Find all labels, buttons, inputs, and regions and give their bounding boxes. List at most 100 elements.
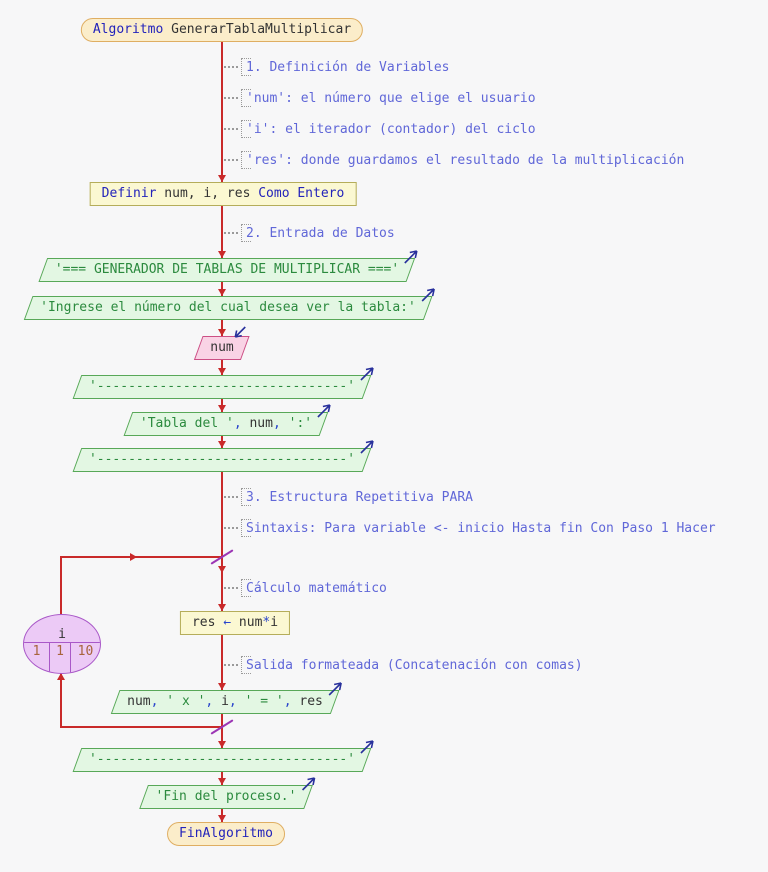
loop-return-arrow [57, 673, 65, 680]
for-loop-node[interactable]: i 1 1 10 [23, 614, 101, 674]
output-divider-1[interactable]: '--------------------------------' [72, 367, 374, 399]
comment-text: Salida formateada (Concatenación con com… [246, 657, 583, 673]
process-shape [89, 182, 357, 206]
output-label: 'Fin del proceso.' [155, 789, 297, 804]
end-label: FinAlgoritmo [179, 826, 273, 841]
output-tabla-del[interactable]: 'Tabla del ', num, ':' [123, 404, 331, 436]
comment-entrada-datos[interactable]: 2. Entrada de Datos [224, 224, 395, 242]
write-pen-icon [404, 250, 418, 264]
comment-text: Sintaxis: Para variable <- inicio Hasta … [246, 520, 716, 536]
comment-var-num[interactable]: 'num': el número que elige el usuario [224, 89, 536, 107]
comment-salida-formateada[interactable]: Salida formateada (Concatenación con com… [224, 656, 583, 674]
comment-box-icon [241, 224, 251, 242]
comment-var-res[interactable]: 'res': donde guardamos el resultado de l… [224, 151, 684, 169]
read-pen-icon [234, 326, 247, 338]
flow-arrow [218, 289, 226, 296]
end-node[interactable]: FinAlgoritmo [167, 822, 285, 846]
loop-left-lower-line [60, 672, 62, 728]
flow-arrow [218, 566, 226, 573]
input-num-node[interactable]: num [193, 326, 251, 360]
comment-text: 'i': el iterador (contador) del ciclo [246, 121, 536, 137]
start-node[interactable]: Algoritmo GenerarTablaMultiplicar [80, 18, 364, 42]
write-pen-icon [360, 367, 374, 381]
comment-connector-dots [224, 664, 238, 666]
output-label: 'Tabla del ', num, ':' [139, 416, 313, 431]
write-pen-icon [421, 288, 435, 302]
comment-box-icon [241, 89, 251, 107]
loop-to-value: 10 [70, 643, 100, 673]
flow-arrow [218, 175, 226, 182]
declare-node[interactable]: Definir num, i, res Como Entero [89, 182, 357, 206]
comment-connector-dots [224, 587, 238, 589]
comment-connector-dots [224, 527, 238, 529]
loop-bottom-line [60, 726, 222, 728]
comment-text: Cálculo matemático [246, 580, 387, 596]
output-divider-2[interactable]: '--------------------------------' [72, 440, 374, 472]
comment-box-icon [241, 120, 251, 138]
output-label: '--------------------------------' [88, 752, 356, 767]
flow-arrow [218, 368, 226, 375]
comment-estructura-para[interactable]: 3. Estructura Repetitiva PARA [224, 488, 473, 506]
flow-arrow [218, 778, 226, 785]
assign-res-node[interactable]: res ← num*i [179, 611, 291, 635]
comment-box-icon [241, 151, 251, 169]
comment-box-icon [241, 579, 251, 597]
comment-text: 'res': donde guardamos el resultado de l… [246, 152, 685, 168]
flow-arrow [218, 604, 226, 611]
output-label: num, ' x ', i, ' = ', res [127, 694, 323, 709]
loop-variable: i [58, 627, 66, 642]
comment-text: 1. Definición de Variables [246, 59, 450, 75]
flow-arrow [218, 251, 226, 258]
write-pen-icon [317, 404, 331, 418]
write-pen-icon [328, 682, 342, 696]
write-pen-icon [301, 777, 316, 791]
flow-arrow [218, 405, 226, 412]
comment-connector-dots [224, 66, 238, 68]
flow-arrow [218, 441, 226, 448]
comment-box-icon [241, 488, 251, 506]
start-label: Algoritmo GenerarTablaMultiplicar [92, 22, 352, 37]
comment-box-icon [241, 58, 251, 76]
assign-label: res ← num*i [191, 615, 279, 630]
write-pen-icon [360, 440, 374, 454]
input-label: num [210, 340, 234, 355]
output-label: 'Ingrese el número del cual desea ver la… [40, 300, 416, 315]
output-banner[interactable]: '=== GENERADOR DE TABLAS DE MULTIPLICAR … [38, 250, 418, 282]
comment-text: 2. Entrada de Datos [246, 225, 395, 241]
write-pen-icon [360, 740, 374, 754]
output-label: '--------------------------------' [88, 452, 356, 467]
flow-arrow [218, 329, 226, 336]
output-row[interactable]: num, ' x ', i, ' = ', res [110, 682, 342, 714]
flow-arrow [218, 815, 226, 822]
comment-box-icon [241, 519, 251, 537]
declare-label: Definir num, i, res Como Entero [101, 186, 345, 201]
comment-connector-dots [224, 232, 238, 234]
output-label: '=== GENERADOR DE TABLAS DE MULTIPLICAR … [54, 262, 400, 277]
comment-connector-dots [224, 128, 238, 130]
loop-left-upper-line [60, 556, 62, 614]
flow-arrow [218, 741, 226, 748]
comment-calculo[interactable]: Cálculo matemático [224, 579, 387, 597]
comment-connector-dots [224, 496, 238, 498]
loop-flow-arrow [130, 553, 137, 561]
flow-arrow [218, 683, 226, 690]
output-prompt[interactable]: 'Ingrese el número del cual desea ver la… [23, 288, 435, 320]
comment-connector-dots [224, 97, 238, 99]
loop-divider [24, 642, 100, 643]
loop-step-value: 1 [49, 643, 70, 673]
comment-text: 3. Estructura Repetitiva PARA [246, 489, 473, 505]
output-divider-3[interactable]: '--------------------------------' [72, 740, 374, 772]
comment-connector-dots [224, 159, 238, 161]
output-label: '--------------------------------' [88, 379, 356, 394]
comment-definicion-variables[interactable]: 1. Definición de Variables [224, 58, 450, 76]
terminal-shape [167, 822, 285, 846]
process-shape [179, 611, 291, 635]
comment-text: 'num': el número que elige el usuario [246, 90, 536, 106]
terminal-shape [80, 18, 364, 42]
loop-top-line [60, 556, 222, 558]
comment-sintaxis-para[interactable]: Sintaxis: Para variable <- inicio Hasta … [224, 519, 716, 537]
output-fin-proceso[interactable]: 'Fin del proceso.' [139, 777, 316, 809]
comment-var-i[interactable]: 'i': el iterador (contador) del ciclo [224, 120, 536, 138]
comment-box-icon [241, 656, 251, 674]
